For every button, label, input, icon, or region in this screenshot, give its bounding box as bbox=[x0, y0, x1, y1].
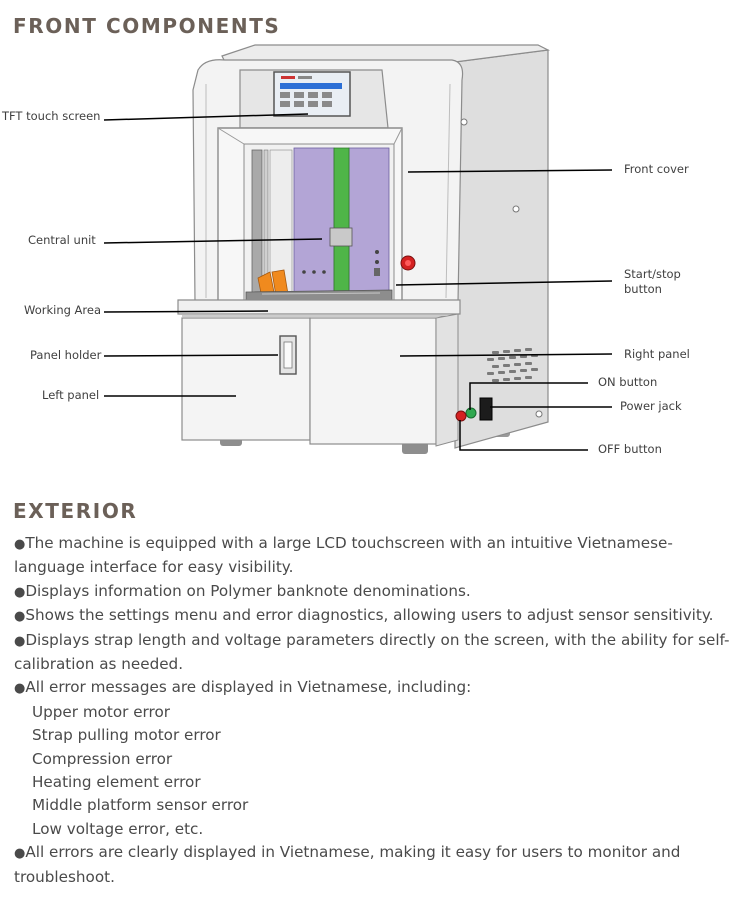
bullet-item: ●Shows the settings menu and error diagn… bbox=[14, 604, 740, 628]
leader-right-panel bbox=[399, 353, 613, 357]
leader-off-button bbox=[459, 420, 588, 451]
machine-diagram: TFT touch screen Front cover Central uni… bbox=[1, 44, 690, 456]
bullet-dot: ● bbox=[14, 537, 26, 552]
bullet-text: Displays information on Polymer banknote… bbox=[25, 581, 471, 600]
bullet-item: ●The machine is equipped with a large LC… bbox=[14, 532, 740, 580]
bullet-text: Shows the settings menu and error diagno… bbox=[25, 606, 714, 625]
bullet-dot: ● bbox=[14, 846, 26, 862]
section-heading-exterior: EXTERIOR bbox=[13, 499, 138, 523]
section-heading-front-components: FRONT COMPONENTS bbox=[13, 14, 281, 38]
central-unit-green-column bbox=[333, 147, 350, 297]
leader-central-unit bbox=[103, 238, 323, 244]
leader-panel-holder bbox=[103, 354, 279, 357]
label-start-stop-line2: button bbox=[624, 282, 662, 296]
leader-front-cover bbox=[407, 169, 613, 173]
error-item: Upper motor error bbox=[32, 702, 170, 721]
bullet-item: ●Displays strap length and voltage param… bbox=[14, 629, 740, 677]
on-button bbox=[465, 407, 477, 419]
error-item: Compression error bbox=[32, 749, 173, 768]
central-unit-panel-right bbox=[348, 147, 390, 293]
error-item: Heating element error bbox=[32, 773, 201, 792]
power-jack bbox=[479, 397, 493, 421]
label-right-panel: Right panel bbox=[624, 347, 690, 361]
leader-start-stop bbox=[395, 280, 613, 286]
leader-tft bbox=[103, 113, 309, 121]
vent-grid bbox=[487, 348, 538, 382]
label-on-button: ON button bbox=[598, 375, 657, 389]
bullet-item: ●Displays information on Polymer banknot… bbox=[14, 580, 740, 604]
bullet-dot: ● bbox=[14, 633, 26, 649]
bullet-text: Displays strap length and voltage parame… bbox=[14, 630, 730, 674]
label-start-stop-line1: Start/stop bbox=[624, 267, 681, 281]
bullet-dot: ● bbox=[14, 584, 26, 600]
bullet-dot: ● bbox=[14, 681, 26, 697]
bullet-item: ●All errors are clearly displayed in Vie… bbox=[14, 841, 740, 889]
label-tft-touch-screen: TFT touch screen bbox=[1, 109, 100, 123]
bullet-text: The machine is equipped with a large LCD… bbox=[14, 534, 673, 577]
error-item: Middle platform sensor error bbox=[32, 796, 249, 815]
error-item: Low voltage error, etc. bbox=[32, 819, 204, 838]
label-panel-holder: Panel holder bbox=[30, 348, 102, 362]
exterior-description: ●The machine is equipped with a large LC… bbox=[14, 532, 740, 889]
label-working-area: Working Area bbox=[24, 303, 101, 317]
bullet-text: All errors are clearly displayed in Viet… bbox=[14, 843, 681, 886]
label-left-panel: Left panel bbox=[42, 388, 99, 402]
error-item: Strap pulling motor error bbox=[32, 726, 221, 745]
bullet-dot: ● bbox=[14, 609, 26, 625]
leader-on-button bbox=[469, 382, 588, 410]
right-panel bbox=[309, 317, 437, 445]
label-power-jack: Power jack bbox=[620, 399, 682, 413]
bullet-item: ●All error messages are displayed in Vie… bbox=[14, 676, 740, 700]
label-front-cover: Front cover bbox=[624, 162, 689, 176]
bullet-text: All error messages are displayed in Viet… bbox=[25, 678, 472, 697]
label-off-button: OFF button bbox=[598, 442, 662, 456]
off-button bbox=[455, 410, 467, 422]
machine-foot-right bbox=[402, 442, 428, 454]
label-central-unit: Central unit bbox=[28, 233, 96, 247]
leader-working-area bbox=[103, 310, 269, 313]
right-side-panel bbox=[454, 49, 549, 449]
